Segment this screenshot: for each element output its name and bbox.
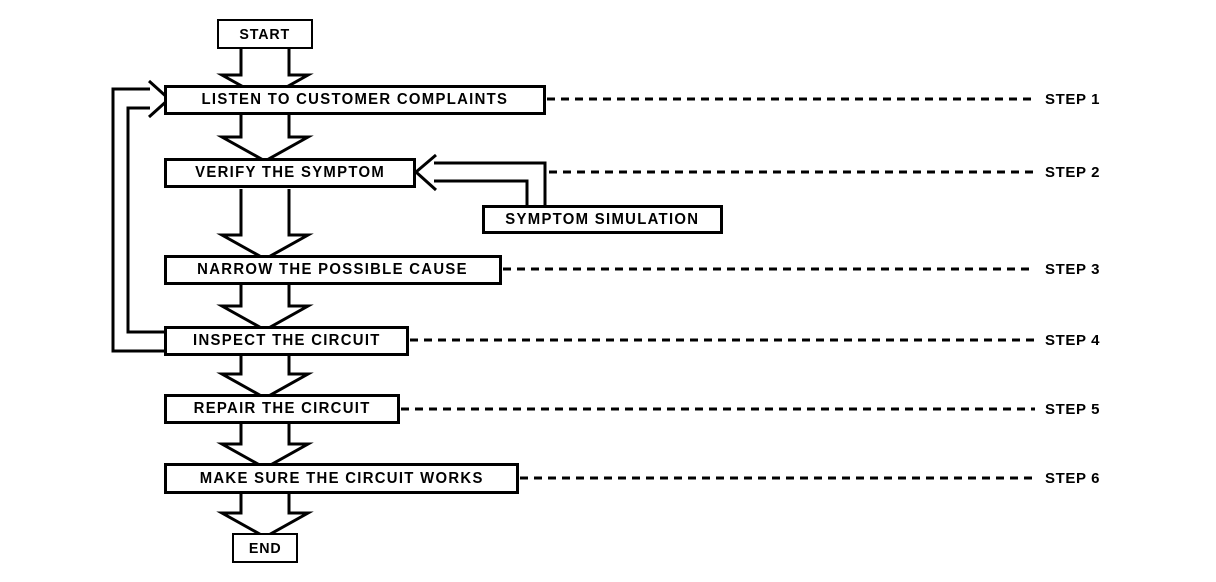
terminator-start: START <box>217 19 313 49</box>
process-box-narrow[interactable]: NARROW THE POSSIBLE CAUSE <box>164 255 502 285</box>
block-arrow-narrow-to-inspect <box>216 284 314 332</box>
process-box-narrow-label: NARROW THE POSSIBLE CAUSE <box>197 261 469 278</box>
terminator-end: END <box>232 533 298 563</box>
process-box-listen[interactable]: LISTEN TO CUSTOMER COMPLAINTS <box>164 85 546 115</box>
process-box-makesure[interactable]: MAKE SURE THE CIRCUIT WORKS <box>164 463 519 494</box>
feedback-simulation-inner <box>434 179 529 205</box>
process-box-makesure-label: MAKE SURE THE CIRCUIT WORKS <box>199 469 484 487</box>
terminator-end-label: END <box>248 539 282 557</box>
step-marker-2: STEP 2 <box>1045 164 1101 181</box>
step-marker-4: STEP 4 <box>1045 332 1101 349</box>
block-arrow-inspect-to-repair <box>216 355 314 400</box>
process-box-repair[interactable]: REPAIR THE CIRCUIT <box>164 394 400 424</box>
process-box-inspect-label: INSPECT THE CIRCUIT <box>192 332 381 349</box>
process-box-inspect[interactable]: INSPECT THE CIRCUIT <box>164 326 409 356</box>
process-box-verify[interactable]: VERIFY THE SYMPTOM <box>164 158 416 188</box>
feedback-loop-outer-inspect-to-listen <box>111 87 165 353</box>
step-marker-6: STEP 6 <box>1045 470 1101 487</box>
block-arrow-repair-to-makesure <box>216 423 314 470</box>
arrowhead-into-verify <box>413 153 438 192</box>
process-box-repair-label: REPAIR THE CIRCUIT <box>193 400 371 417</box>
process-box-symptom-simulation-label: SYMPTOM SIMULATION <box>505 210 700 228</box>
step-marker-1: STEP 1 <box>1045 91 1101 108</box>
process-box-verify-label: VERIFY THE SYMPTOM <box>195 164 385 181</box>
terminator-start-label: START <box>239 25 291 43</box>
step-marker-3: STEP 3 <box>1045 261 1101 278</box>
block-arrow-makesure-to-end <box>216 493 314 539</box>
block-arrow-listen-to-verify <box>216 114 314 163</box>
block-arrow-verify-to-narrow <box>216 189 314 261</box>
process-box-symptom-simulation[interactable]: SYMPTOM SIMULATION <box>482 205 723 234</box>
process-box-listen-label: LISTEN TO CUSTOMER COMPLAINTS <box>201 91 509 108</box>
feedback-simulation-outer <box>434 161 547 205</box>
feedback-loop-inner-inspect-to-listen <box>126 106 165 334</box>
step-marker-5: STEP 5 <box>1045 401 1101 418</box>
